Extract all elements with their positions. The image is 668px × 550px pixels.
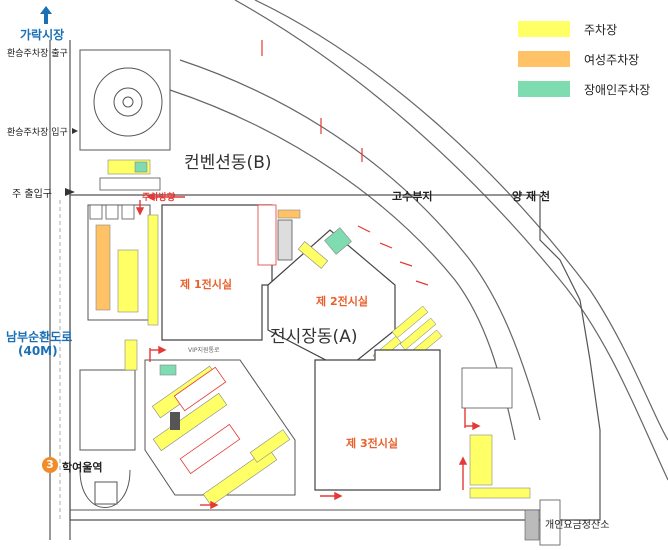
direction-arrows — [135, 192, 481, 510]
bottom-left-parking — [144, 359, 296, 507]
hall3-label: 제 3전시실 — [346, 437, 398, 450]
legend-label-parking: 주차장 — [584, 22, 618, 37]
legend-label-women: 여성주차장 — [584, 52, 640, 67]
legend-swatch-parking — [518, 21, 570, 37]
river-bank-upper — [234, 0, 668, 481]
parking-direction-label: 주차방향 — [142, 193, 176, 203]
gosu-land-label: 고수부지 — [392, 190, 433, 203]
site-boundary — [69, 194, 601, 521]
legend-women-parking: 여성주차장 — [518, 48, 639, 70]
hall2-label: 제 2전시실 — [316, 295, 368, 308]
main-entrance-label: 주 출입구 — [12, 189, 52, 200]
yangjae-stream-label: 양 재 천 — [512, 190, 551, 203]
legend-disabled-parking: 장애인주차장 — [518, 78, 650, 100]
toll-booth — [539, 499, 561, 546]
transfer-entrance-label: 환승주차장 입구 — [7, 128, 68, 138]
convention-b-label: 컨벤션동(B) — [184, 153, 272, 173]
toll-office-label: 개인요금정산소 — [545, 520, 610, 531]
women-parking-left — [95, 224, 111, 311]
river-bank-lower — [254, 0, 668, 441]
station-number-badge: 3 — [42, 457, 58, 473]
vip-road-label: VIP지원통로 — [188, 347, 220, 354]
transfer-exit-label: 환승주차장 출구 — [7, 49, 68, 59]
namburing-road-label: 남부순환도로 — [6, 330, 73, 344]
legend-swatch-disabled — [518, 81, 570, 97]
legend-swatch-women — [518, 51, 570, 67]
garak-market-label: 가락시장 — [20, 28, 65, 42]
hall1-label: 제 1전시실 — [180, 278, 232, 291]
legend-parking: 주차장 — [518, 18, 617, 40]
river-markers — [261, 40, 429, 286]
hall3-building — [314, 349, 441, 491]
exhibition-a-label: 전시장동(A) — [270, 327, 358, 347]
namburing-road-width-label: (40M) — [18, 344, 58, 358]
haksul-station-label: 학여울역 — [62, 461, 103, 474]
hall1-building — [161, 204, 273, 341]
legend-label-disabled: 장애인주차장 — [584, 82, 651, 97]
riverside-road — [179, 59, 541, 421]
